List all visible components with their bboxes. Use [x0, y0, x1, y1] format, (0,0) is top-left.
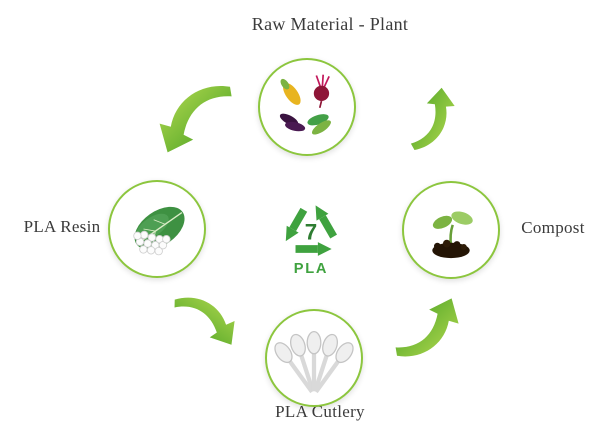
cutlery-icon [274, 318, 354, 398]
leaf-with-resin-pellets-icon [133, 206, 185, 256]
recycling-triangle-icon: 7 PLA [268, 175, 354, 277]
arrow-cutlery-to-compost curved-cycle-arrow-icon [395, 298, 459, 357]
arrow-raw-to-resin curved-cycle-arrow-icon [159, 86, 232, 153]
resin-code-number: 7 [305, 220, 317, 245]
plants-raw-material-icon [279, 74, 331, 135]
resin-code-text: PLA [294, 261, 328, 277]
seedling-compost-icon [432, 211, 473, 259]
arrow-compost-to-raw curved-cycle-arrow-icon [396, 85, 465, 151]
node-pla-cutlery [265, 309, 363, 407]
arrow-resin-to-cutlery curved-cycle-arrow-icon [173, 291, 238, 352]
label-pla-cutlery: PLA Cutlery [275, 402, 365, 421]
label-raw-material: Raw Material - Plant [251, 14, 409, 34]
node-raw-material [258, 58, 356, 156]
label-compost: Compost [521, 218, 585, 237]
label-pla-resin: PLA Resin [23, 217, 101, 236]
node-compost [402, 181, 500, 279]
node-pla-resin [108, 180, 206, 278]
